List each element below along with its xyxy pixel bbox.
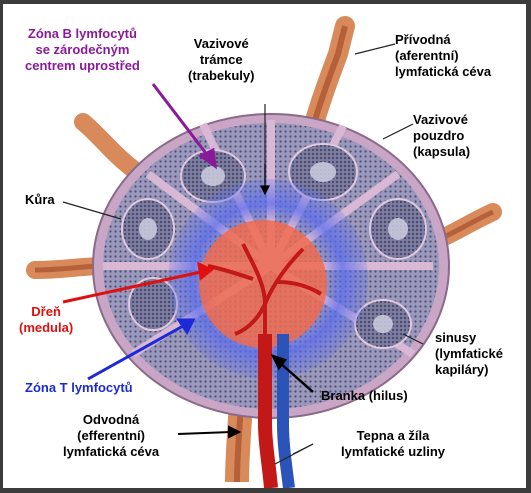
label-pouzdro: Vazivové pouzdro (kapsula): [413, 112, 470, 160]
diagram-canvas: Zóna B lymfocytů se zárodečným centrem u…: [3, 4, 526, 488]
label-zona-t: Zóna T lymfocytů: [25, 380, 133, 396]
vein: [283, 334, 289, 488]
label-tepna: Tepna a žíla lymfatické uzliny: [341, 428, 445, 460]
label-dren: Dřeň (medula): [19, 304, 73, 336]
artery: [265, 334, 271, 488]
label-sinusy: sinusy (lymfatické kapiláry): [435, 330, 503, 378]
label-branka: Branka (hilus): [321, 388, 408, 404]
label-kura: Kůra: [25, 192, 55, 208]
label-zona-b: Zóna B lymfocytů se zárodečným centrem u…: [25, 26, 140, 74]
afferent-vessel-left-top: [83, 122, 133, 169]
label-odvodna: Odvodná (efferentní) lymfatická céva: [63, 412, 159, 460]
label-privodna: Přívodná (aferentní) lymfatická céva: [395, 32, 491, 80]
arrow-odvodna: [178, 427, 239, 437]
label-trabekuly: Vazivové trámce (trabekuly): [188, 36, 254, 84]
